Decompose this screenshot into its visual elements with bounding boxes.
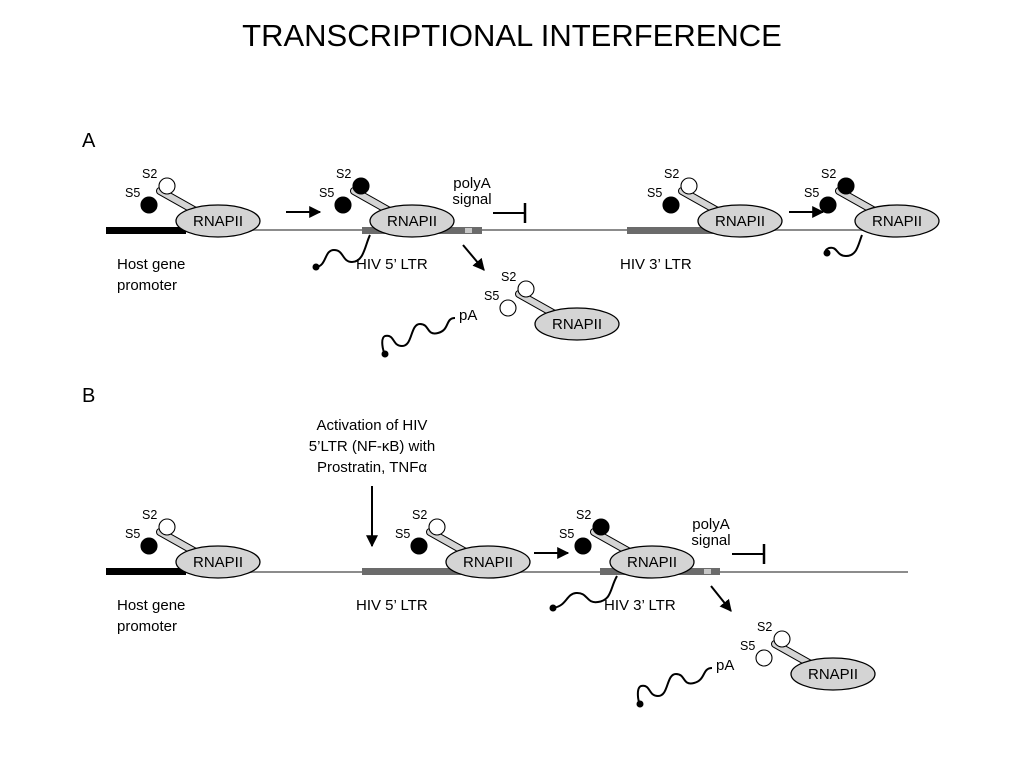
panel-a-rnapii-ltr3: RNAPII S5 S2	[647, 167, 783, 238]
panel-b-rnapii-released: RNAPII S5 S2	[740, 620, 876, 691]
s5-phosphorylated-circle	[140, 196, 158, 214]
panel-a-host-promoter-bar	[106, 227, 186, 234]
panel-a-transcript-ltr5-cap	[312, 263, 320, 271]
panel-b-polya-label-1: polyA	[692, 516, 730, 533]
panel-b-host-promoter-label-1: Host gene	[117, 597, 185, 614]
rnapii-label: RNAPII	[552, 316, 602, 333]
panel-b-activation-line-1: Activation of HIV	[317, 417, 428, 434]
panel-b-transcript-ltr3-cap	[549, 604, 557, 612]
s2-unphosphorylated-circle	[517, 280, 535, 298]
panel-b-pa-label: pA	[716, 657, 734, 674]
s2-label: S2	[821, 167, 836, 181]
panel-a-ltr5-label: HIV 5’ LTR	[356, 256, 428, 273]
s5-label: S5	[125, 527, 140, 541]
panel-a-polya-site	[465, 228, 472, 233]
panel-a-transcript-downstream	[824, 234, 863, 258]
rnapii-label: RNAPII	[715, 213, 765, 230]
s5-phosphorylated-circle	[819, 196, 837, 214]
panel-b-activation-line-2: 5’LTR (NF-κB) with	[309, 438, 435, 455]
panel-b-release-arrow	[710, 585, 732, 612]
s2-phosphorylated-circle	[352, 177, 370, 195]
panel-b-ltr5-label: HIV 5’ LTR	[356, 597, 428, 614]
panel-a-released-transcript	[381, 317, 456, 355]
panel-a-rnapii-ltr5: RNAPII S5 S2	[319, 167, 455, 238]
panel-a: A Host gene promoter HIV 5’ LTR HIV 3’ L…	[82, 130, 940, 358]
panel-a-rnapii-released: RNAPII S5 S2	[484, 270, 620, 341]
rnapii-label: RNAPII	[872, 213, 922, 230]
s2-label: S2	[576, 508, 591, 522]
s5-label: S5	[740, 639, 755, 653]
panel-b-transcript-ltr3	[552, 575, 618, 609]
rnapii-label: RNAPII	[193, 554, 243, 571]
s2-label: S2	[757, 620, 772, 634]
panel-a-pa-label: pA	[459, 307, 477, 324]
s5-phosphorylated-circle	[662, 196, 680, 214]
s5-label: S5	[804, 186, 819, 200]
panel-a-rnapii-host: RNAPII S5 S2	[125, 167, 261, 238]
s2-unphosphorylated-circle	[680, 177, 698, 195]
s5-phosphorylated-circle	[334, 196, 352, 214]
panel-b-rnapii-host: RNAPII S5 S2	[125, 508, 261, 579]
s2-label: S2	[664, 167, 679, 181]
panel-b-host-promoter-label-2: promoter	[117, 618, 177, 635]
panel-b-released-transcript	[636, 667, 713, 705]
s2-label: S2	[336, 167, 351, 181]
panel-b-rnapii-ltr3: RNAPII S5 S2	[559, 508, 695, 579]
panel-a-released-transcript-cap	[381, 350, 389, 358]
s2-phosphorylated-circle	[837, 177, 855, 195]
panel-a-transcript-ltr5	[315, 234, 371, 268]
s5-label: S5	[484, 289, 499, 303]
panel-b-ltr3-label: HIV 3’ LTR	[604, 597, 676, 614]
s2-label: S2	[142, 508, 157, 522]
s2-unphosphorylated-circle	[428, 518, 446, 536]
panel-a-label: A	[82, 130, 96, 152]
panel-a-rnapii-downstream: RNAPII S5 S2	[804, 167, 940, 238]
panel-b-activation-line-3: Prostratin, TNFα	[317, 459, 427, 476]
s2-phosphorylated-circle	[592, 518, 610, 536]
s2-unphosphorylated-circle	[773, 630, 791, 648]
panel-a-polya-label-1: polyA	[453, 175, 491, 192]
diagram-title: TRANSCRIPTIONAL INTERFERENCE	[242, 18, 782, 53]
panel-b-ltr5-bar	[362, 568, 482, 575]
s5-label: S5	[319, 186, 334, 200]
rnapii-label: RNAPII	[387, 213, 437, 230]
panel-a-release-arrow	[462, 244, 485, 271]
panel-a-polya-label-2: signal	[452, 191, 491, 208]
panel-b-host-promoter-bar	[106, 568, 186, 575]
panel-a-host-promoter-label-1: Host gene	[117, 256, 185, 273]
panel-a-host-promoter-label-2: promoter	[117, 277, 177, 294]
s2-unphosphorylated-circle	[158, 518, 176, 536]
panel-b-released-transcript-cap	[636, 700, 644, 708]
s2-label: S2	[501, 270, 516, 284]
rnapii-label: RNAPII	[627, 554, 677, 571]
panel-b-label: B	[82, 385, 95, 407]
s5-label: S5	[395, 527, 410, 541]
s5-label: S5	[647, 186, 662, 200]
panel-a-ltr3-label: HIV 3’ LTR	[620, 256, 692, 273]
s5-unphosphorylated-circle	[755, 649, 773, 667]
s5-label: S5	[559, 527, 574, 541]
rnapii-label: RNAPII	[193, 213, 243, 230]
s5-phosphorylated-circle	[140, 537, 158, 555]
s5-phosphorylated-circle	[410, 537, 428, 555]
s5-label: S5	[125, 186, 140, 200]
panel-b: B Activation of HIV 5’LTR (NF-κB) with P…	[82, 385, 908, 708]
rnapii-label: RNAPII	[463, 554, 513, 571]
panel-a-transcript-downstream-cap	[823, 249, 831, 257]
panel-a-ltr3-bar	[627, 227, 747, 234]
panel-b-rnapii-ltr5: RNAPII S5 S2	[395, 508, 531, 579]
panel-b-polya-site	[704, 569, 711, 574]
s2-label: S2	[412, 508, 427, 522]
s5-unphosphorylated-circle	[499, 299, 517, 317]
rnapii-label: RNAPII	[808, 666, 858, 683]
s5-phosphorylated-circle	[574, 537, 592, 555]
s2-label: S2	[142, 167, 157, 181]
panel-b-polya-label-2: signal	[691, 532, 730, 549]
s2-unphosphorylated-circle	[158, 177, 176, 195]
